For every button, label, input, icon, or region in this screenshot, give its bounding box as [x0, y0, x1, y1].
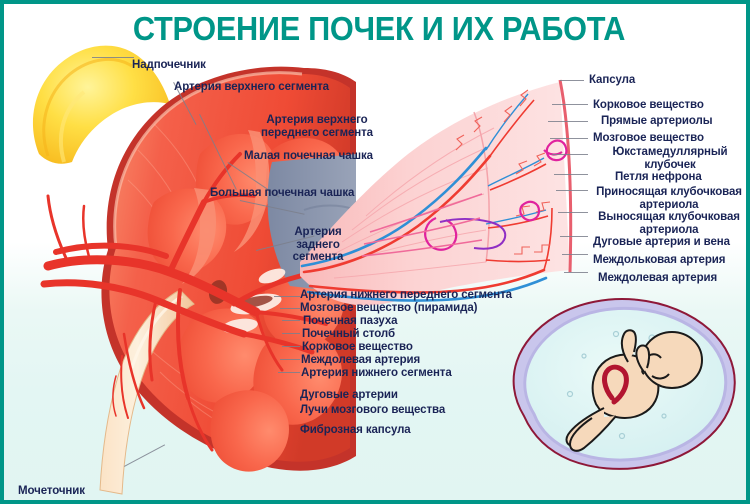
leader-line	[282, 346, 300, 347]
leader-line	[92, 57, 134, 58]
calyces-shape	[222, 268, 286, 334]
leader-line	[564, 272, 588, 273]
leader-line	[282, 333, 300, 334]
label-afferent-arteriole: Приносящая клубочковая артериола	[596, 186, 742, 211]
label-posterior-segmental-artery: Артерия заднего сегмента	[292, 226, 344, 263]
fetus-amniotic-sac-shape	[512, 298, 736, 470]
ureter-shape	[99, 289, 195, 495]
label-ureter: Мочеточник	[18, 485, 85, 497]
leader-line	[550, 138, 588, 139]
label-interlobar-artery-2: Междолевая артерия	[301, 354, 421, 366]
label-cortex: Корковое вещество	[593, 99, 704, 111]
label-anterior-inferior-segmental-artery: Артерия нижнего переднего сегмента	[300, 289, 512, 301]
label-minor-calyx: Малая почечная чашка	[244, 150, 373, 162]
leader-line	[552, 154, 588, 155]
label-arcuate-arteries: Дуговые артерии	[300, 389, 398, 401]
label-straight-arterioles: Прямые артериолы	[601, 115, 713, 127]
leader-line	[280, 308, 300, 309]
calyces-dark-openings	[208, 280, 273, 309]
leader-line	[552, 104, 588, 105]
leader-line	[278, 372, 300, 373]
label-medullary-rays: Лучи мозгового вещества	[300, 404, 446, 416]
leader-line	[124, 444, 166, 467]
label-nephron-loop: Петля нефрона	[615, 171, 702, 183]
label-adrenal-gland: Надпочечник	[132, 59, 206, 71]
label-interlobular-artery: Междольковая артерия	[593, 254, 726, 266]
label-superior-segmental-artery: Артерия верхнего сегмента	[174, 81, 329, 93]
page-title: СТРОЕНИЕ ПОЧЕК И ИХ РАБОТА	[132, 10, 626, 47]
label-interlobar-artery: Междолевая артерия	[598, 272, 718, 284]
label-medulla-pyramid: Мозговое вещество (пирамида)	[300, 302, 478, 314]
label-cortex-2: Корковое вещество	[302, 341, 413, 353]
label-major-calyx: Большая почечная чашка	[210, 187, 355, 199]
leader-line	[554, 174, 588, 175]
label-renal-column: Почечный столб	[302, 328, 395, 340]
label-anterior-superior-segmental-artery: Артерия верхнего переднего сегмента	[261, 114, 373, 139]
label-renal-sinus: Почечная пазуха	[303, 315, 398, 327]
leader-line	[560, 236, 588, 237]
leader-line	[239, 200, 305, 215]
leader-line	[282, 320, 300, 321]
label-capsule: Капсула	[589, 74, 636, 86]
label-arcuate-artery-vein: Дуговые артерия и вена	[593, 236, 730, 248]
renal-sinus-shape	[267, 154, 357, 294]
leader-line	[556, 190, 588, 191]
label-medulla: Мозговое вещество	[593, 132, 704, 144]
leader-line	[548, 121, 588, 122]
label-juxtamedullary-glomerulus: Юкстамедуллярный клубочек	[612, 146, 728, 171]
label-fibrous-capsule: Фиброзная капсула	[300, 424, 411, 436]
label-inferior-segmental-artery: Артерия нижнего сегмента	[301, 367, 452, 379]
leader-line	[558, 212, 588, 213]
leader-line	[562, 254, 588, 255]
leader-line	[280, 359, 300, 360]
leader-line	[560, 80, 584, 81]
leader-line	[274, 296, 300, 297]
label-efferent-arteriole: Выносящая клубочковая артериола	[598, 211, 740, 236]
